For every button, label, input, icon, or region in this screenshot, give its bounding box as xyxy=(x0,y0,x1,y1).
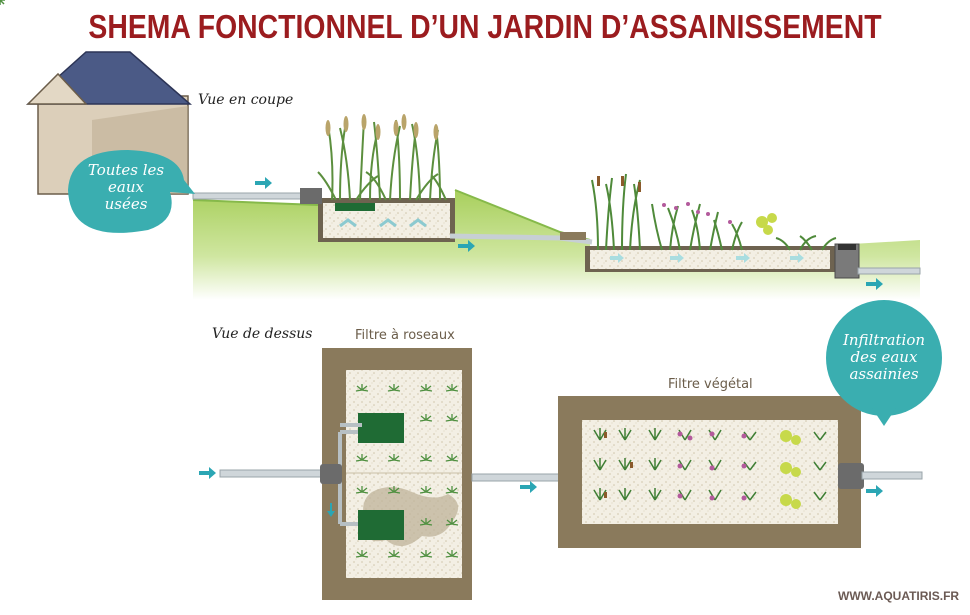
bubble-infiltration-line-1: Infiltration xyxy=(842,331,926,349)
flowers-section xyxy=(662,202,732,224)
bubble-infiltration-line-2: des eaux xyxy=(850,348,918,366)
bubble-house-text: Toutes les eaux usées xyxy=(72,162,180,213)
plant-filter-label: Filtre végétal xyxy=(668,377,753,392)
bubble-infiltration-text: Infiltration des eaux assainies xyxy=(828,332,940,383)
reed-star-grid xyxy=(355,384,459,558)
gravel-flow-arrows xyxy=(610,253,804,263)
reed-plumes xyxy=(325,114,439,140)
bubble-infiltration xyxy=(826,300,942,426)
inlet-pipe-top xyxy=(219,469,323,478)
flow-arrows-top xyxy=(199,467,883,517)
reed-filter-top xyxy=(322,348,472,600)
reed-filter-label: Filtre à roseaux xyxy=(355,328,455,343)
leafy-plants-top xyxy=(780,430,801,509)
cattails-top xyxy=(604,432,633,498)
inlet-pipe-section xyxy=(192,192,306,200)
outlet-pipe-section xyxy=(857,267,921,275)
section-label-cross: Vue en coupe xyxy=(198,92,294,108)
bubble-house xyxy=(68,150,195,233)
cattails-section xyxy=(597,176,641,192)
page-title: SHEMA FONCTIONNEL D’UN JARDIN D’ASSAINIS… xyxy=(88,8,882,45)
section-label-top: Vue de dessus xyxy=(212,326,313,342)
plant-filter-basin-section xyxy=(585,246,835,272)
plant-filter-top xyxy=(558,396,923,548)
bubble-house-line-2: eaux xyxy=(108,178,144,196)
ground-terrain xyxy=(193,190,920,300)
bubble-house-line-3: usées xyxy=(104,195,148,213)
reeds-section xyxy=(317,119,447,201)
reed-plants-top xyxy=(0,0,5,5)
reed-filter-basin-section xyxy=(318,198,455,242)
flowers-top xyxy=(677,431,747,501)
leafy-plants-section xyxy=(756,213,777,235)
plants-section xyxy=(591,173,837,251)
bubble-infiltration-line-3: assainies xyxy=(849,365,919,383)
flow-arrows-section xyxy=(255,177,883,290)
bubble-house-line-1: Toutes les xyxy=(87,161,165,179)
footer-url[interactable]: WWW.AQUATIRIS.FR xyxy=(838,589,960,603)
